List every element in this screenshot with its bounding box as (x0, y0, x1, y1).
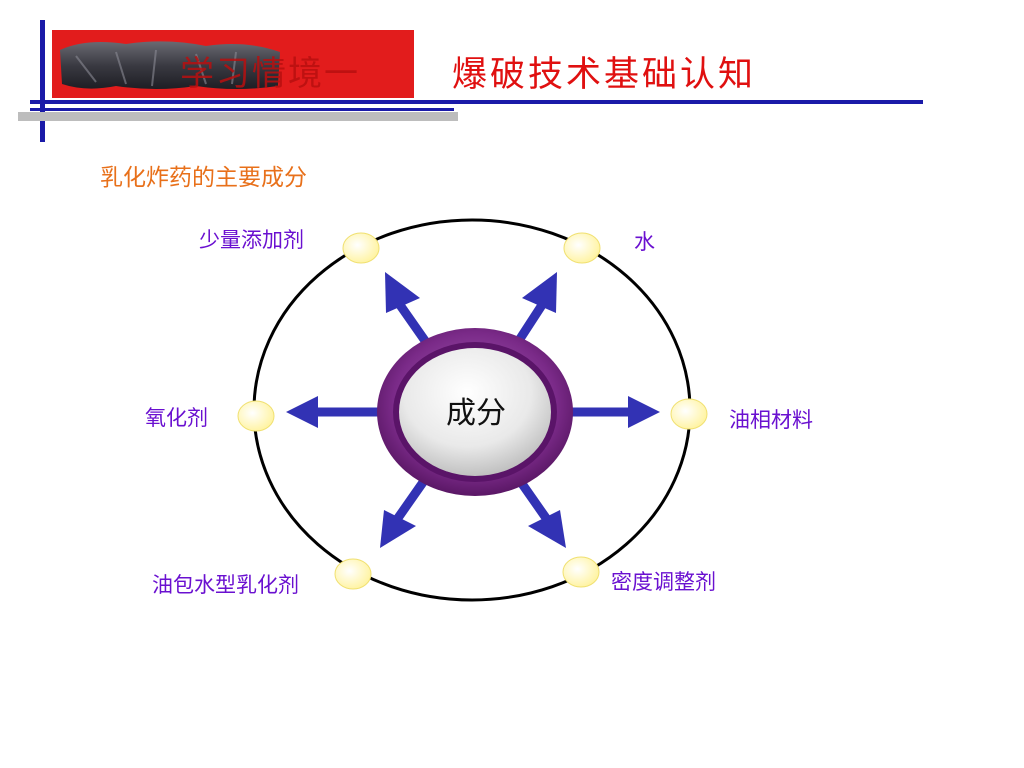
header-vertical-bar (40, 20, 45, 142)
section-label: 学习情境一 (180, 54, 360, 94)
header-rule-shadow (18, 112, 458, 121)
header-rule (30, 100, 923, 104)
node-label-density-regulator: 密度调整剂 (611, 570, 716, 594)
node-dot-oxidizer (237, 400, 275, 432)
node-dot-emulsifier (334, 558, 372, 590)
node-label-oxidizer: 氧化剂 (145, 406, 208, 430)
node-label-emulsifier: 油包水型乳化剂 (152, 573, 299, 597)
arrow-to-oxidizer (286, 396, 380, 428)
page-title: 爆破技术基础认知 (452, 55, 757, 95)
header-rule-secondary (30, 108, 454, 111)
node-dot-water (563, 232, 601, 264)
rock-photo-icon (60, 41, 280, 89)
arrow-to-emulsifier (380, 475, 430, 548)
arrow-to-additive (385, 272, 432, 348)
center-label: 成分 (446, 396, 506, 431)
node-label-oil-phase: 油相材料 (729, 408, 813, 432)
arrow-to-oil-phase (572, 396, 660, 428)
center-disc (399, 348, 551, 476)
node-dot-additive (342, 232, 380, 264)
arrow-to-density-regulator (514, 475, 566, 548)
node-label-water: 水 (634, 230, 655, 254)
node-label-additive: 少量添加剂 (199, 228, 304, 252)
node-dot-density-regulator (562, 556, 600, 588)
slide-subtitle: 乳化炸药的主要成分 (100, 165, 307, 191)
node-dot-oil-phase (670, 398, 708, 430)
arrow-to-water (512, 272, 557, 348)
header-banner-image (52, 30, 414, 98)
